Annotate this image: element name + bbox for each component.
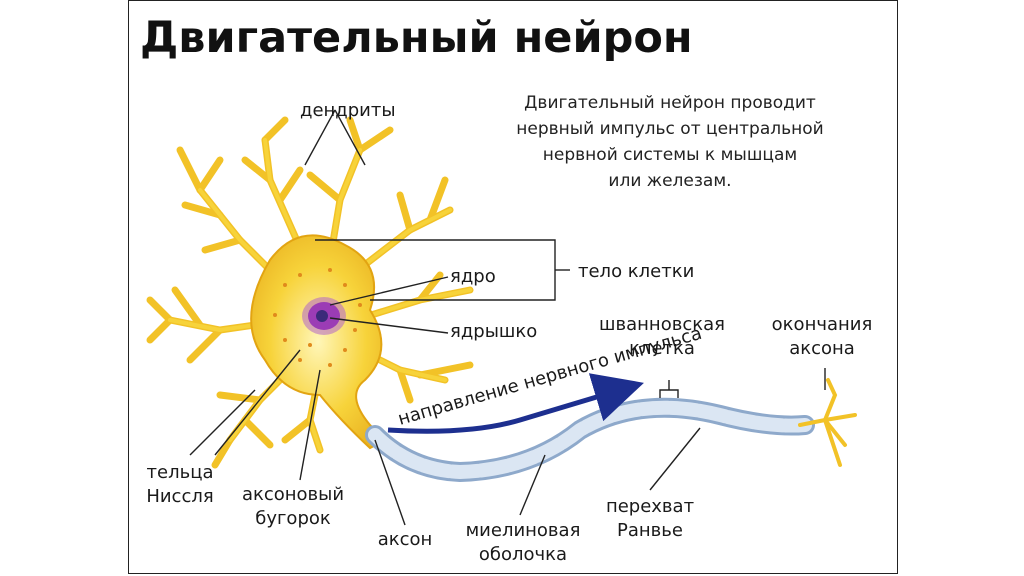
label-hillock-line1: аксоновый [242, 484, 344, 505]
label-axon-endings-line2: аксона [789, 338, 855, 359]
label-hillock-line2: бугорок [255, 508, 331, 529]
label-dendrites: дендриты [300, 100, 396, 121]
impulse-direction-arrow [387, 373, 644, 434]
myelin-sheath [368, 400, 812, 480]
nissl-bodies [273, 268, 362, 367]
description-line-4: или железам. [608, 171, 731, 191]
label-schwann-line2: клетка [629, 338, 695, 359]
label-nucleolus: ядрышко [450, 321, 537, 342]
description-line-2: нервный импульс от центральной [516, 119, 823, 139]
label-nissl-line2: Ниссля [146, 486, 213, 507]
cell-body [250, 234, 387, 450]
label-ranvier-line1: перехват [606, 496, 694, 517]
description-line-3: нервной системы к мышцам [543, 145, 797, 165]
nucleus [302, 297, 346, 335]
label-cell-body: тело клетки [578, 261, 694, 282]
description-block: Двигательный нейрон проводит нервный имп… [516, 93, 823, 191]
label-ranvier-line2: Ранвье [617, 520, 683, 541]
label-schwann-line1: шванновская [599, 314, 725, 335]
label-nucleus: ядро [450, 266, 496, 287]
description-line-1: Двигательный нейрон проводит [524, 93, 816, 113]
label-axon-endings-line1: окончания [772, 314, 873, 335]
axon-terminals [798, 378, 857, 467]
nucleolus [316, 310, 328, 322]
label-myelin-line1: миелиновая [466, 520, 581, 541]
leader-lines [189, 109, 826, 526]
label-myelin-line2: оболочка [479, 544, 567, 565]
label-axon: аксон [378, 529, 433, 550]
label-nissl-line1: тельца [147, 462, 214, 483]
page-title: Двигательный нейрон [140, 13, 693, 63]
axon [365, 397, 815, 483]
